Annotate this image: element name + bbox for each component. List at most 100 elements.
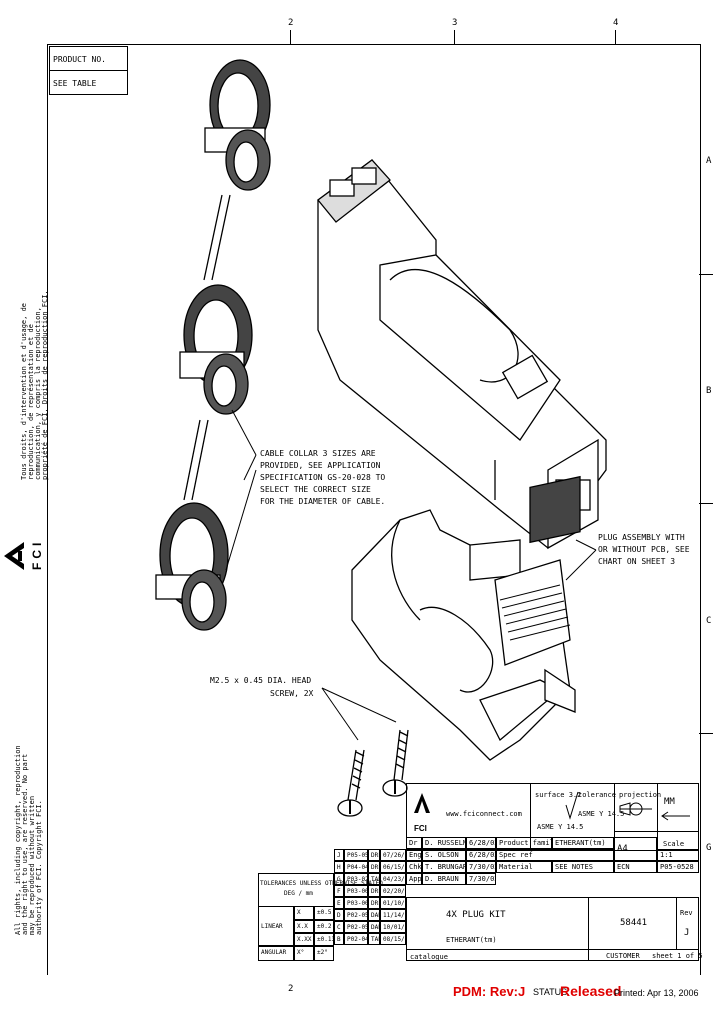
signoff-role: Chk [406, 861, 422, 873]
revision-by: TAB [368, 933, 380, 945]
revision-by: TAB [368, 873, 380, 885]
signoff-date: 6/28/02 [466, 837, 496, 849]
pdm-revision: PDM: Rev:J [453, 984, 526, 999]
revision-ecn: P05-0528 [344, 849, 368, 861]
product-family-value: ETHERANT(tm) [552, 837, 614, 849]
revision-rev: D [334, 909, 344, 921]
zone-tick-side [699, 503, 713, 504]
material-value: SEE NOTES [552, 861, 614, 873]
product-number-divider [49, 70, 128, 71]
title-block-divider [657, 783, 658, 851]
fci-logo-text: FCI [30, 538, 44, 570]
tolerance-value: ±0.5 [314, 906, 334, 920]
revision-ecn: P04-0435 [344, 861, 368, 873]
revision-ecn: P03-0097 [344, 885, 368, 897]
signoff-name: D. RUSSELMAN [422, 837, 466, 849]
revision-by: DRF [368, 885, 380, 897]
revision-by: DAB [368, 909, 380, 921]
tolerance-header: TOLERANCES UNLESS OTHERWISE STATED [260, 880, 383, 887]
revision-by: DRF [368, 897, 380, 909]
zone-top-2: 2 [288, 18, 294, 28]
zone-side-a: A [706, 156, 712, 166]
printed-date: Printed: Apr 13, 2006 [614, 988, 699, 998]
scale-label: Scale [663, 840, 685, 848]
tolerance-label: LINEAR [258, 906, 294, 946]
callout-line: SELECT THE CORRECT SIZE [260, 485, 371, 494]
callout-line: FOR THE DIAMETER OF CABLE. [260, 497, 386, 506]
revision-ecn: P02-0401 [344, 933, 368, 945]
status-value: Released [560, 983, 622, 999]
revision-by: DRF [368, 861, 380, 873]
title-divider [406, 949, 699, 950]
zone-side-c: C [706, 616, 712, 626]
callout-line: OR WITHOUT PCB, SEE [598, 545, 690, 554]
signoff-date: 7/30/02 [466, 873, 496, 885]
revision-rev: J [334, 849, 344, 861]
zone-bottom-2: 2 [288, 984, 294, 994]
revision-date: 07/26/05 [380, 849, 406, 861]
zone-top-4: 4 [613, 18, 619, 28]
asme-standard-1: ASME Y 14.5 [578, 810, 625, 818]
material-label: Material [496, 861, 552, 873]
revision-by: DAB [368, 921, 380, 933]
revision-rev: C [334, 921, 344, 933]
copyright-line: propriété de FCI. Droits de reproduction… [41, 290, 49, 480]
revision-date: 10/01/02 [380, 921, 406, 933]
callout-line: SPECIFICATION GS-20-028 TO [260, 473, 386, 482]
spec-ref-label: Spec ref [496, 849, 614, 861]
asme-standard-2: ASME Y 14.5 [537, 823, 584, 831]
callout-line: CHART ON SHEET 3 [598, 557, 676, 566]
zone-tick-top [615, 30, 616, 44]
zone-side-b: B [706, 386, 712, 396]
copyright-line: authority of FCI. Copyright FCI. [35, 800, 43, 935]
revision-date: 04/23/03 [380, 873, 406, 885]
zone-tick-side [699, 274, 713, 275]
revision-date: 08/15/02 [380, 933, 406, 945]
revision-rev: H [334, 861, 344, 873]
title-area [406, 897, 699, 961]
units-value: MM [664, 797, 675, 807]
revision-date: 06/15/04 [380, 861, 406, 873]
revision-rev: F [334, 885, 344, 897]
zone-side-g: G [706, 843, 712, 853]
revision-ecn: P02-0500 [344, 921, 368, 933]
title-divider [588, 897, 589, 961]
zone-tick-top [454, 30, 455, 44]
callout-line: PLUG ASSEMBLY WITH [598, 533, 685, 542]
revision-by: DRF [368, 849, 380, 861]
callout-line: SCREW, 2X [270, 689, 314, 698]
tolerance-format: X.XX [294, 933, 314, 946]
signoff-role: Appr [406, 873, 422, 885]
title-divider [676, 897, 677, 949]
signoff-date: 7/30/02 [466, 861, 496, 873]
tolerance-label: ANGULAR [258, 946, 294, 961]
ecn-value: P05-0528 [657, 861, 699, 873]
zone-tick-top [290, 30, 291, 44]
drawing-number: 58441 [620, 918, 648, 928]
tolerance-value: ±0.2 [314, 920, 334, 933]
catalogue-label: catalogue [410, 953, 448, 961]
product-family-label: Product family [496, 837, 552, 849]
tolerance-format: X° [294, 946, 314, 961]
title-block-logo-text: FCI [414, 824, 427, 833]
projection-label: projection [619, 791, 662, 799]
revision-date: 02/20/03 [380, 885, 406, 897]
sheet-label: sheet 1 of 5 [652, 952, 703, 960]
drawing-subtitle: ETHERANT(tm) [446, 936, 497, 944]
surface-label: surface 3.2 [535, 791, 582, 799]
signoff-name: S. OLSON [422, 849, 466, 861]
tolerance-value: ±0.13 [314, 933, 334, 946]
revision-rev: B [334, 933, 344, 945]
drawing-title: 4X PLUG KIT [446, 910, 506, 920]
title-block-divider [530, 783, 531, 851]
signoff-name: D. BRAUN [422, 873, 466, 885]
title-block [406, 783, 699, 851]
zone-tick-side [699, 733, 713, 734]
revision-rev: G [334, 873, 344, 885]
signoff-name: T. BRUNGARD [422, 861, 466, 873]
status-label: STATUS: [533, 987, 570, 997]
callout-line: PROVIDED, SEE APPLICATION [260, 461, 381, 470]
revision-ecn: P02-0563 [344, 909, 368, 921]
scale-value: 1:1 [657, 849, 699, 861]
signoff-date: 6/28/02 [466, 849, 496, 861]
